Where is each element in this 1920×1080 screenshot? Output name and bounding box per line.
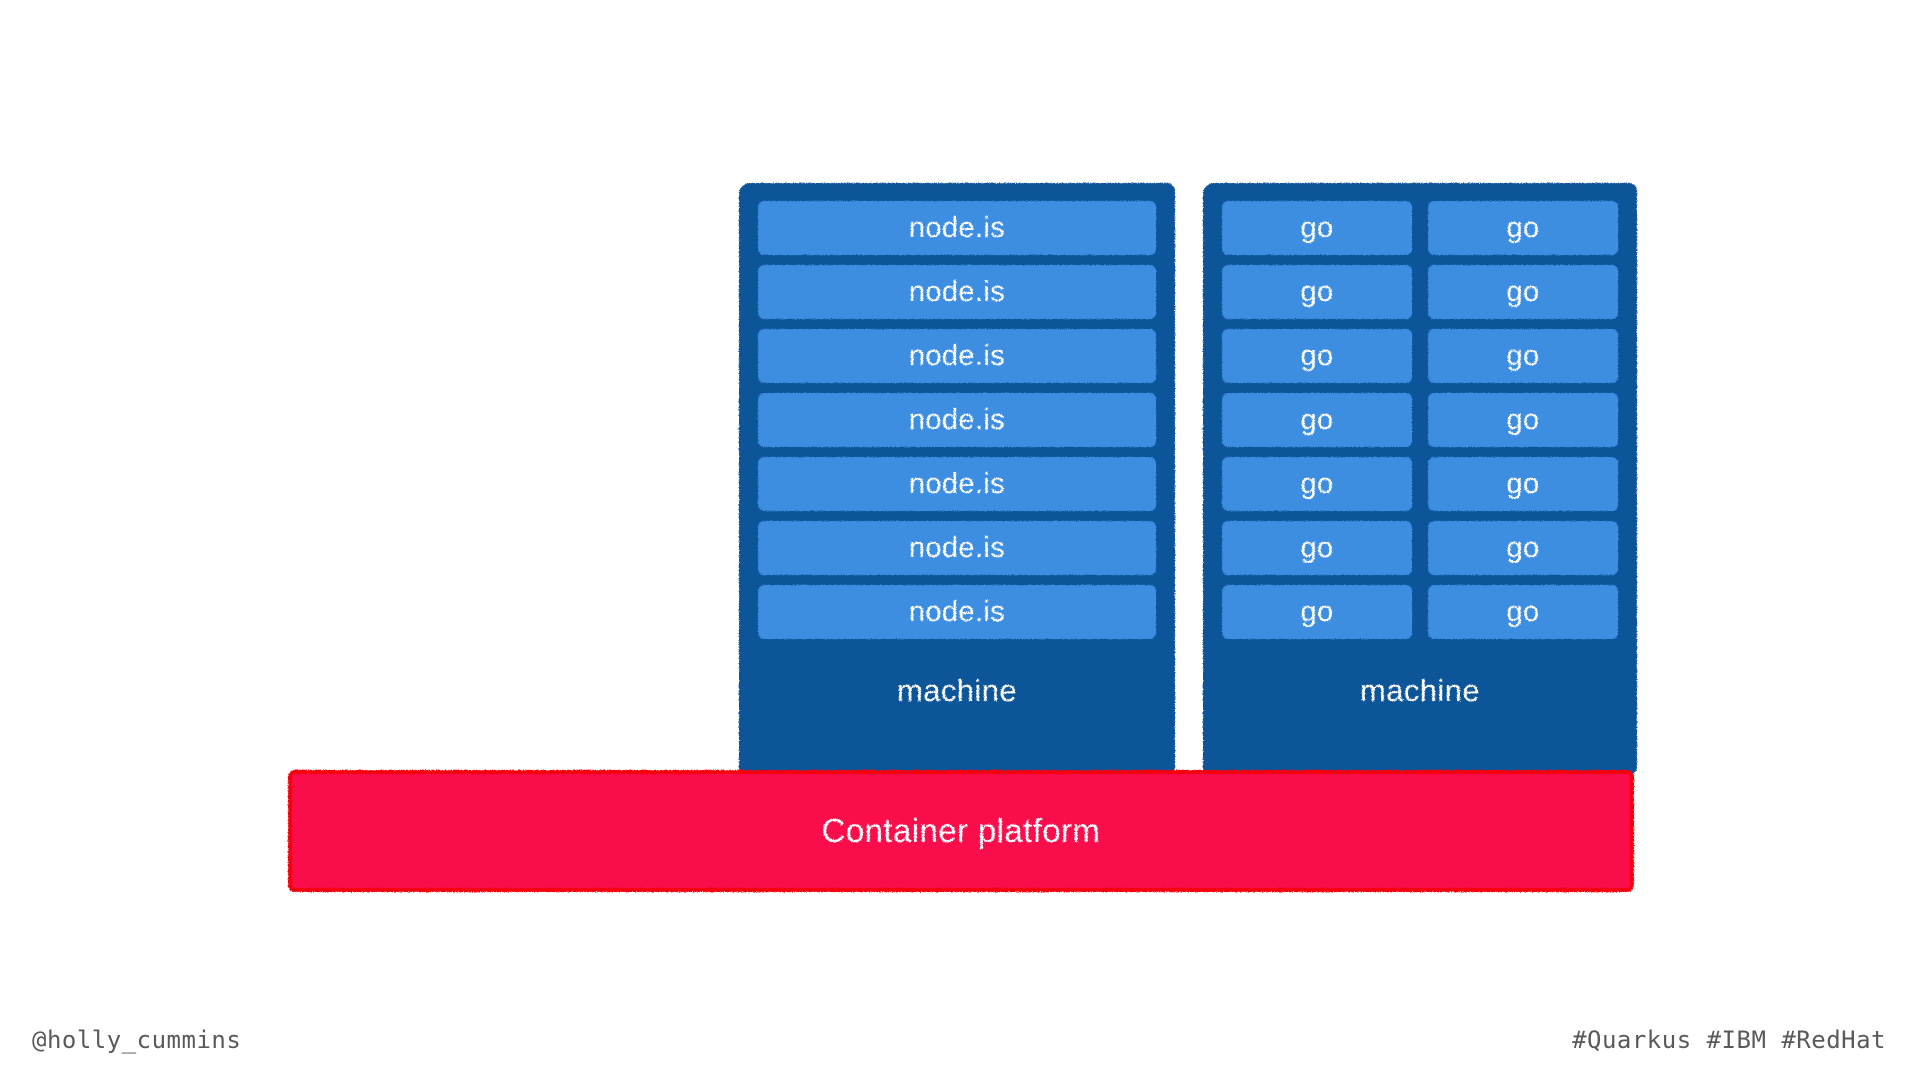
machine-go: go go go go go — [1206, 186, 1634, 772]
app-row: go go — [1224, 202, 1616, 254]
machine-name-label: machine — [1360, 673, 1480, 708]
app-label: go — [1506, 211, 1540, 244]
app-label: go — [1300, 275, 1334, 308]
footer-hashtags: #Quarkus #IBM #RedHat — [1572, 1026, 1886, 1054]
app-box-go: go — [1430, 394, 1616, 446]
app-label: go — [1506, 403, 1540, 436]
app-label: node.is — [908, 339, 1006, 372]
machines-group: node.is node.is node.is node.is node.is … — [742, 186, 1634, 772]
app-label: go — [1300, 467, 1334, 500]
app-box-nodejs: node.is — [760, 522, 1154, 574]
app-label: go — [1506, 275, 1540, 308]
app-box-nodejs: node.is — [760, 202, 1154, 254]
app-box-go: go — [1430, 458, 1616, 510]
app-box-nodejs: node.is — [760, 394, 1154, 446]
app-row: go go — [1224, 522, 1616, 574]
app-row: go go — [1224, 330, 1616, 382]
app-label: go — [1506, 339, 1540, 372]
app-box-go: go — [1224, 522, 1410, 574]
machine-nodejs: node.is node.is node.is node.is node.is … — [742, 186, 1172, 772]
app-label: node.is — [908, 403, 1006, 436]
app-box-go: go — [1430, 522, 1616, 574]
footer-handle: @holly_cummins — [32, 1026, 242, 1054]
app-box-go: go — [1224, 586, 1410, 638]
app-label: node.is — [908, 467, 1006, 500]
app-label: go — [1506, 531, 1540, 564]
app-label: node.is — [908, 211, 1006, 244]
app-label: node.is — [908, 275, 1006, 308]
app-label: node.is — [908, 531, 1006, 564]
app-label: go — [1506, 467, 1540, 500]
app-box-nodejs: node.is — [760, 330, 1154, 382]
app-box-go: go — [1224, 266, 1410, 318]
machine-name-label: machine — [897, 673, 1017, 708]
app-row: go go — [1224, 394, 1616, 446]
app-box-go: go — [1430, 330, 1616, 382]
app-box-nodejs: node.is — [760, 586, 1154, 638]
app-box-nodejs: node.is — [760, 266, 1154, 318]
app-box-go: go — [1430, 266, 1616, 318]
app-box-nodejs: node.is — [760, 458, 1154, 510]
app-box-go: go — [1430, 202, 1616, 254]
app-box-go: go — [1224, 394, 1410, 446]
app-box-go: go — [1224, 330, 1410, 382]
app-label: go — [1300, 595, 1334, 628]
app-label: go — [1300, 339, 1334, 372]
container-platform-bar: Container platform — [288, 770, 1634, 892]
app-stack-go: go go go go go — [1224, 202, 1616, 638]
app-box-go: go — [1430, 586, 1616, 638]
app-label: go — [1300, 211, 1334, 244]
app-row: go go — [1224, 266, 1616, 318]
app-label: go — [1300, 531, 1334, 564]
app-box-go: go — [1224, 202, 1410, 254]
app-label: node.is — [908, 595, 1006, 628]
app-label: go — [1506, 595, 1540, 628]
container-platform-label: Container platform — [821, 812, 1101, 849]
app-stack-nodejs: node.is node.is node.is node.is node.is … — [760, 202, 1154, 638]
app-row: go go — [1224, 458, 1616, 510]
app-box-go: go — [1224, 458, 1410, 510]
app-label: go — [1300, 403, 1334, 436]
app-row: go go — [1224, 586, 1616, 638]
